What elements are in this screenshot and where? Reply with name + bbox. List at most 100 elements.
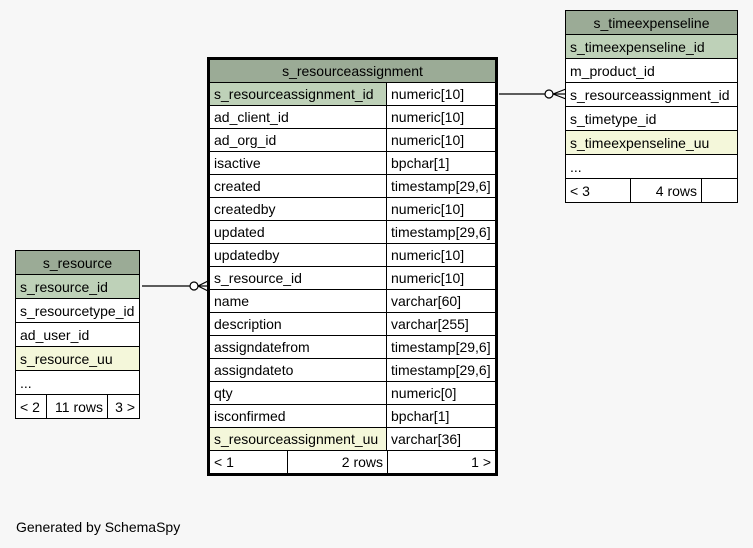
table-row[interactable]: ... [565, 154, 738, 179]
column-name[interactable]: updated [208, 220, 387, 244]
column-type: bpchar[1] [386, 404, 497, 428]
table-row[interactable]: s_timetype_id [565, 106, 738, 131]
children-link[interactable]: 1 > [471, 454, 491, 470]
column-name[interactable]: s_timeexpenseline_uu [565, 130, 738, 155]
column-name[interactable]: isactive [208, 151, 387, 175]
row-count: 11 rows [46, 394, 108, 419]
fk-optional-marker-timeexpense [544, 89, 554, 99]
table-row[interactable]: s_resourceassignment_id [565, 82, 738, 107]
column-type: varchar[36] [386, 427, 497, 451]
column-name[interactable]: s_resourceassignment_id [565, 82, 738, 107]
parents-link[interactable]: < 1 [210, 451, 288, 473]
fk-crowfoot-resource-bottom [197, 285, 209, 292]
fk-optional-marker-resource [189, 281, 199, 291]
table-row[interactable]: ad_user_id [15, 322, 140, 347]
table-row[interactable]: m_product_id [565, 58, 738, 83]
column-type: timestamp[29,6] [386, 335, 497, 359]
table-header-row: s_resourceassignment [208, 58, 497, 83]
column-name[interactable]: description [208, 312, 387, 336]
column-name[interactable]: assigndatefrom [208, 335, 387, 359]
column-name[interactable]: qty [208, 381, 387, 405]
column-type: numeric[10] [386, 128, 497, 152]
column-type: numeric[10] [386, 82, 497, 106]
fk-crowfoot-resource-top [197, 280, 209, 287]
column-type: bpchar[1] [386, 151, 497, 175]
column-name[interactable]: assigndateto [208, 358, 387, 382]
column-name[interactable]: s_timeexpenseline_id [565, 34, 738, 59]
column-name[interactable]: ad_client_id [208, 105, 387, 129]
column-name[interactable]: m_product_id [565, 58, 738, 83]
table-s-resourceassignment[interactable]: s_resourceassignment s_resourceassignmen… [207, 57, 498, 476]
table-row[interactable]: s_timeexpenseline_id [565, 34, 738, 59]
column-name[interactable]: createdby [208, 197, 387, 221]
column-type: timestamp[29,6] [386, 220, 497, 244]
column-name[interactable]: s_resourceassignment_uu [208, 427, 387, 451]
fk-crowfoot-timeexpense-bottom [552, 93, 567, 100]
column-type: numeric[10] [386, 197, 497, 221]
table-row[interactable]: s_timeexpenseline_uu [565, 130, 738, 155]
table-title[interactable]: s_timeexpenseline [565, 10, 738, 35]
column-name[interactable]: ... [565, 154, 738, 179]
column-name[interactable]: created [208, 174, 387, 198]
children-link[interactable] [701, 178, 738, 203]
column-type: timestamp[29,6] [386, 174, 497, 198]
column-name[interactable]: s_resource_id [208, 266, 387, 290]
table-title[interactable]: s_resourceassignment [208, 58, 497, 83]
table-body: s_resourceassignment s_resourceassignmen… [208, 58, 497, 475]
column-name[interactable]: ad_org_id [208, 128, 387, 152]
column-name[interactable]: name [208, 289, 387, 313]
column-name[interactable]: ... [15, 370, 140, 395]
fk-crowfoot-timeexpense-top [552, 88, 567, 95]
generated-by-footer: Generated by SchemaSpy [16, 519, 181, 535]
column-name[interactable]: s_resource_uu [15, 346, 140, 371]
table-row[interactable]: s_resource_id [15, 274, 140, 299]
row-count: 4 rows [630, 178, 702, 203]
column-name[interactable]: updatedby [208, 243, 387, 267]
children-link[interactable]: 3 > [107, 394, 140, 419]
column-name[interactable]: s_timetype_id [565, 106, 738, 131]
table-row[interactable]: ... [15, 370, 140, 395]
table-header-row: s_timeexpenseline [565, 10, 738, 35]
column-type: varchar[255] [386, 312, 497, 336]
column-name[interactable]: s_resourcetype_id [15, 298, 140, 323]
table-row[interactable]: s_resource_uu [15, 346, 140, 371]
column-type: timestamp[29,6] [386, 358, 497, 382]
table-title[interactable]: s_resource [15, 250, 140, 275]
column-type: numeric[10] [386, 105, 497, 129]
parents-link[interactable]: < 2 [15, 394, 47, 419]
column-name[interactable]: ad_user_id [15, 322, 140, 347]
table-row[interactable]: s_resourcetype_id [15, 298, 140, 323]
column-name[interactable]: s_resourceassignment_id [208, 82, 387, 106]
parents-link[interactable]: < 3 [565, 178, 631, 203]
column-name[interactable]: isconfirmed [208, 404, 387, 428]
row-count: 2 rows [287, 451, 388, 473]
column-type: numeric[0] [386, 381, 497, 405]
column-type: numeric[10] [386, 266, 497, 290]
column-name[interactable]: s_resource_id [15, 274, 140, 299]
